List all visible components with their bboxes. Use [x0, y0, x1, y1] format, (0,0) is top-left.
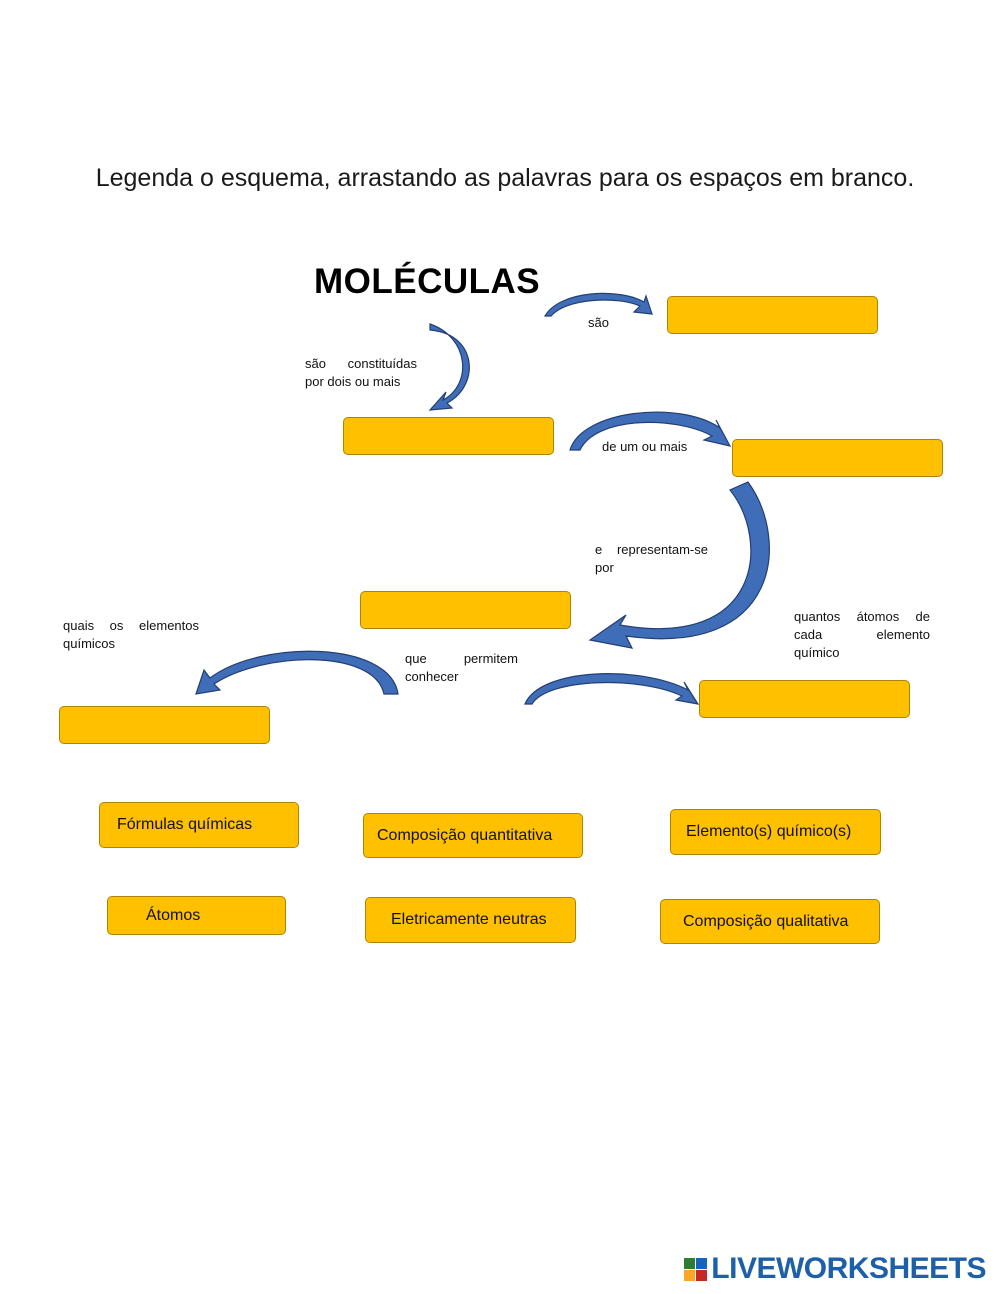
- connector-quantos-line1: quantos átomos de: [794, 609, 930, 624]
- connector-representam: e representam-se por: [595, 541, 708, 577]
- connector-de-um-ou-mais: de um ou mais: [602, 439, 688, 454]
- connector-quais-line2: químicos: [63, 636, 116, 651]
- drop-slot-sao[interactable]: [667, 296, 878, 334]
- word-elementos-quimicos[interactable]: Elemento(s) químico(s): [670, 809, 881, 855]
- arrow-quais-elementos: [195, 650, 399, 695]
- connector-permitem: que permitem conhecer: [405, 650, 518, 686]
- drop-slot-representam[interactable]: [360, 591, 571, 629]
- word-formulas-quimicas[interactable]: Fórmulas químicas: [99, 802, 299, 848]
- liveworksheets-logo: LIVEWORKSHEETS: [684, 1252, 986, 1286]
- connector-representam-line1: e representam-se: [595, 542, 708, 557]
- arrow-sao: [543, 292, 653, 317]
- connector-representam-line2: por: [595, 560, 614, 575]
- connector-quais-elementos: quais os elementos químicos: [63, 617, 199, 653]
- logo-blocks-icon: [684, 1257, 708, 1281]
- concept-title: MOLÉCULAS: [314, 262, 541, 301]
- word-eletricamente-neutras[interactable]: Eletricamente neutras: [365, 897, 576, 943]
- drop-slot-quantos-atomos[interactable]: [699, 680, 910, 718]
- connector-quais-line1: quais os elementos: [63, 618, 199, 633]
- connector-quantos-atomos: quantos átomos de cada elemento químico: [794, 608, 930, 662]
- arrow-quantos-atomos: [524, 673, 700, 705]
- instruction-text: Legenda o esquema, arrastando as palavra…: [95, 164, 915, 192]
- drop-slot-constituidas[interactable]: [343, 417, 554, 455]
- connector-permitem-line2: conhecer: [405, 669, 459, 684]
- logo-text: LIVEWORKSHEETS: [711, 1252, 986, 1285]
- word-composicao-qualitativa[interactable]: Composição qualitativa: [660, 899, 880, 944]
- connector-permitem-line1: que permitem: [405, 651, 518, 666]
- drop-slot-de-um-ou-mais[interactable]: [732, 439, 943, 477]
- connector-quantos-line2: cada elemento: [794, 627, 930, 642]
- connector-constituidas-line2: por dois ou mais: [305, 374, 401, 389]
- word-atomos[interactable]: Átomos: [107, 896, 286, 935]
- connector-quantos-line3: químico: [794, 645, 840, 660]
- drop-slot-quais-elementos[interactable]: [59, 706, 270, 744]
- arrow-representam: [588, 481, 770, 649]
- word-composicao-quantitativa[interactable]: Composição quantitativa: [363, 813, 583, 858]
- connector-constituidas-line1: são constituídas: [305, 356, 417, 371]
- arrow-de-um-ou-mais: [569, 411, 732, 451]
- connector-sao: são: [588, 315, 609, 330]
- arrow-constituidas: [428, 323, 470, 411]
- connector-constituidas: são constituídas por dois ou mais: [305, 355, 417, 391]
